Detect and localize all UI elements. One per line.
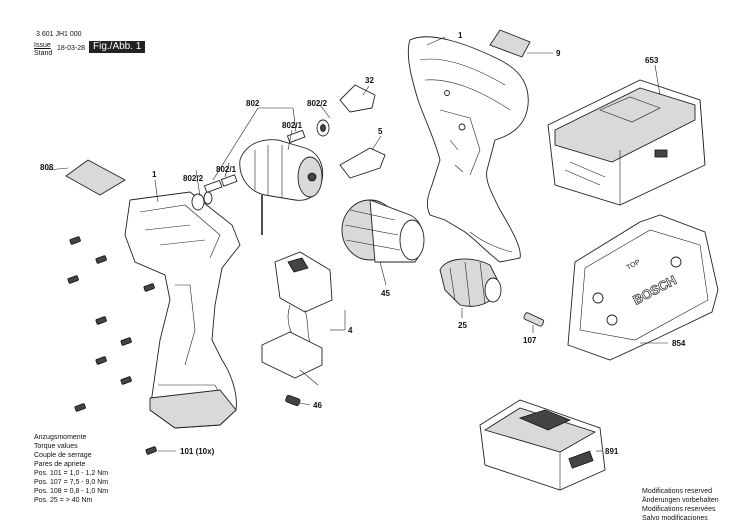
callout-32: 32 <box>365 76 374 85</box>
charger-653 <box>547 79 706 206</box>
bearing-802-2 <box>286 119 330 144</box>
battery-holder-854: BOSCH TOP <box>567 214 719 361</box>
callout-45: 45 <box>381 289 390 298</box>
battery-891 <box>479 399 606 491</box>
torque-line: Torque values <box>34 443 78 450</box>
callout-653: 653 <box>645 56 659 65</box>
bracket-32 <box>339 84 376 113</box>
torque-line: Couple de serrage <box>34 452 92 459</box>
callout-802: 802 <box>246 99 260 108</box>
switch-slider-5 <box>339 147 386 179</box>
callout-1-left: 1 <box>152 170 157 179</box>
callout-854: 854 <box>672 339 686 348</box>
figure-tag: Fig./Abb. 1 <box>89 41 146 53</box>
callout-802-1-mid: 802/1 <box>216 165 237 174</box>
callout-46: 46 <box>313 401 322 410</box>
issue-date: 18-03-28 <box>57 45 86 52</box>
callout-25: 25 <box>458 321 467 330</box>
callout-808: 808 <box>40 163 54 172</box>
chuck-25 <box>439 258 502 307</box>
torque-line: Pos. 25 = > 40 Nm <box>34 497 93 504</box>
torque-values-note: Anzugsmomente Torque values Couple de se… <box>34 433 108 505</box>
modification-line: Salvo modificaciones <box>642 515 708 522</box>
screw-107 <box>523 312 545 327</box>
torque-line: Anzugsmomente <box>34 434 87 441</box>
leader-lines <box>47 36 668 452</box>
issue-label: Issue <box>34 42 51 49</box>
callout-1-top: 1 <box>458 31 463 40</box>
callout-107: 107 <box>523 336 537 345</box>
callout-802-2-top: 802/2 <box>307 99 328 108</box>
screws-101 <box>67 236 157 455</box>
spring-46 <box>285 394 301 406</box>
callout-802-1-top: 802/1 <box>282 121 303 130</box>
callout-9: 9 <box>556 49 561 58</box>
modification-line: Modifications reservées <box>642 506 716 513</box>
torque-line: Pos. 107 = 7,5 - 9,0 Nm <box>34 479 109 486</box>
gearbox-45 <box>341 199 425 263</box>
stand-label: Stand <box>34 50 53 57</box>
label-9 <box>489 29 531 58</box>
modification-line: Modifications reserved <box>642 488 713 495</box>
callout-802-2-mid: 802/2 <box>183 174 204 183</box>
modifications-note: Modifications reserved Änderungen vorbeh… <box>642 487 719 523</box>
torque-line: Pos. 101 = 1,0 - 1,2 Nm <box>34 470 109 477</box>
switch-module-4 <box>261 251 333 386</box>
housing-half-right <box>407 36 529 263</box>
callout-101: 101 (10x) <box>180 447 215 456</box>
torque-line: Pares de apriete <box>34 461 86 468</box>
motor-802 <box>191 139 324 235</box>
nameplate-808 <box>65 159 126 196</box>
modification-line: Änderungen vorbehalten <box>642 497 719 504</box>
callout-4: 4 <box>348 326 353 335</box>
callout-5: 5 <box>378 127 383 136</box>
housing-half-left <box>124 191 241 429</box>
torque-line: Pos. 108 = 0,8 - 1,0 Nm <box>34 488 109 495</box>
callout-labels: 1 9 653 32 802 802/2 802/1 5 802/1 802/2… <box>40 31 686 456</box>
callout-891: 891 <box>605 447 619 456</box>
part-number: 3 601 JH1 000 <box>36 31 82 38</box>
